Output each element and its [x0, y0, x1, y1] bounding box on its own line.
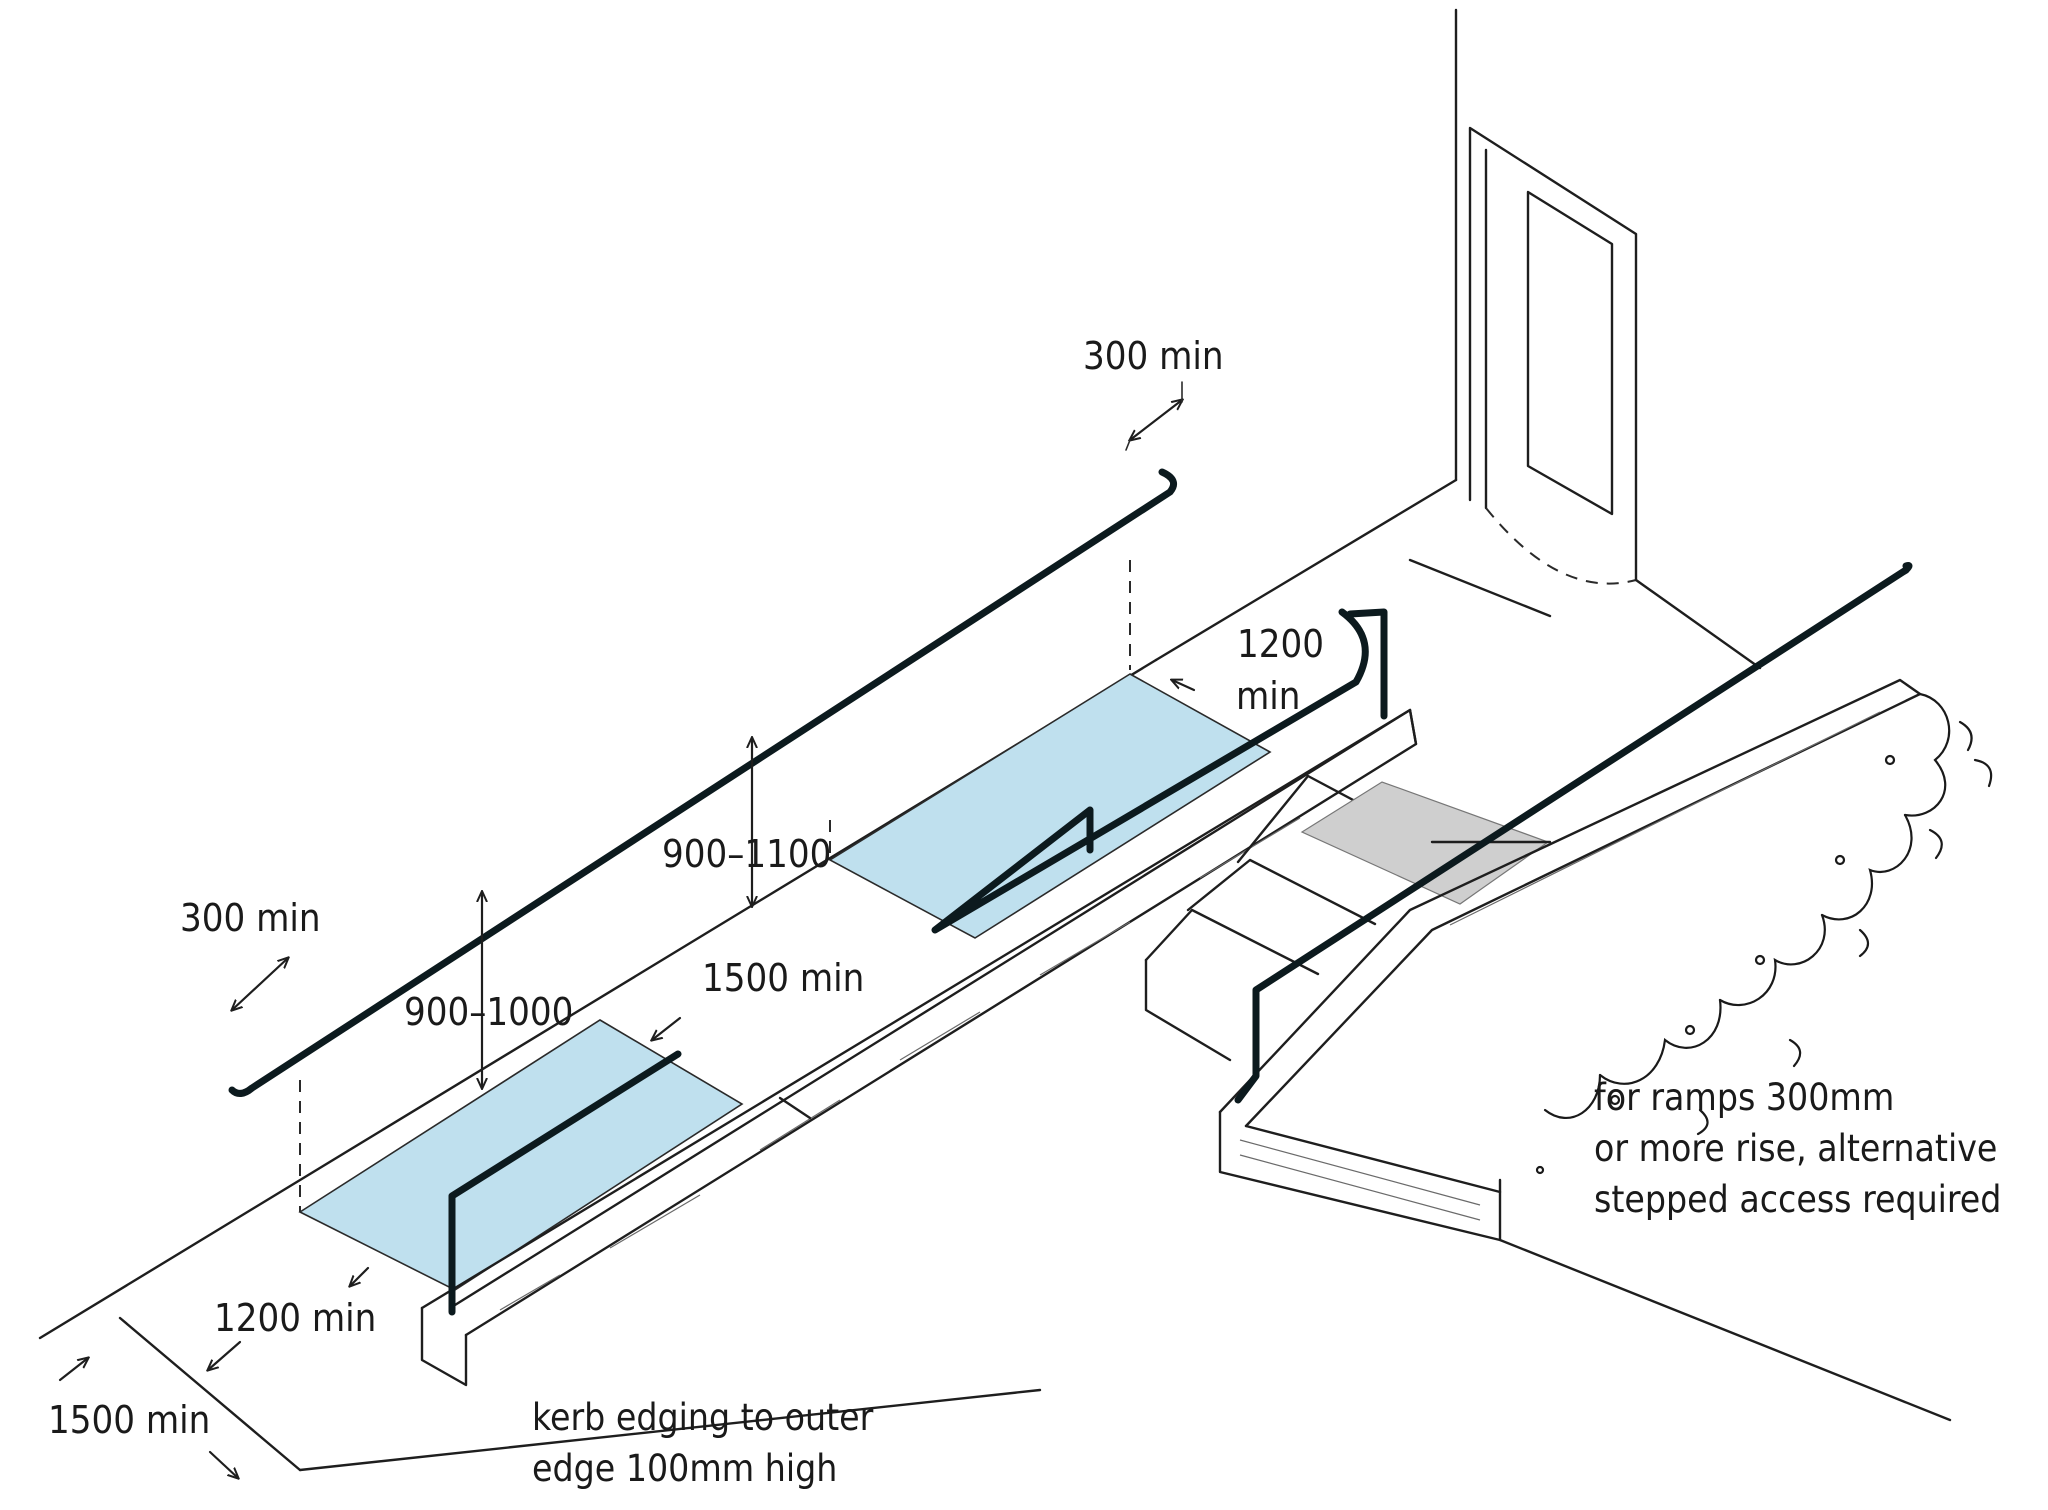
top-newel [1346, 608, 1388, 720]
lower-landing-width-label: 1200 min [214, 1296, 377, 1340]
dimension-arrow-icon [58, 381, 1196, 1478]
upper-landing-width-unit: min [1236, 674, 1301, 718]
upper-rail-height-label: 900–1100 [662, 832, 832, 876]
kerb-note-line: edge 100mm high [532, 1447, 838, 1491]
kerb-note-line: kerb edging to outer [532, 1396, 874, 1439]
planter-wall [1218, 678, 1952, 1422]
upper-landing-width-label: 1200 [1237, 622, 1324, 666]
kerb-edging [420, 708, 1418, 1387]
door-icon [1454, 8, 1638, 585]
lower-rail-extension-label: 300 min [180, 896, 321, 940]
bottom-landing-length-label: 1500 min [48, 1398, 211, 1442]
top-platform [1154, 478, 1762, 670]
upper-ramp-rail [931, 608, 1369, 934]
stepped-note-line: stepped access required [1594, 1178, 2002, 1222]
handrails [228, 468, 1913, 1316]
top-rail-extension-label: 300 min [1083, 334, 1224, 378]
left-handrail [228, 468, 1178, 1097]
stepped-access-note: for ramps 300mm or more rise, alternativ… [1594, 1072, 2001, 1225]
stepped-note-line: for ramps 300mm [1594, 1076, 1895, 1119]
lower-ramp-rail [448, 1050, 682, 1316]
upper-landing [828, 673, 1272, 939]
hedge-icon [1535, 692, 1993, 1175]
stepped-note-line: or more rise, alternative [1594, 1127, 1998, 1171]
mid-landing-length-label: 1500 min [702, 956, 865, 1000]
lower-rail-height-label: 900–1000 [404, 990, 574, 1034]
right-handrail [1234, 566, 1910, 1104]
kerb-note: kerb edging to outer edge 100mm high [532, 1392, 873, 1494]
